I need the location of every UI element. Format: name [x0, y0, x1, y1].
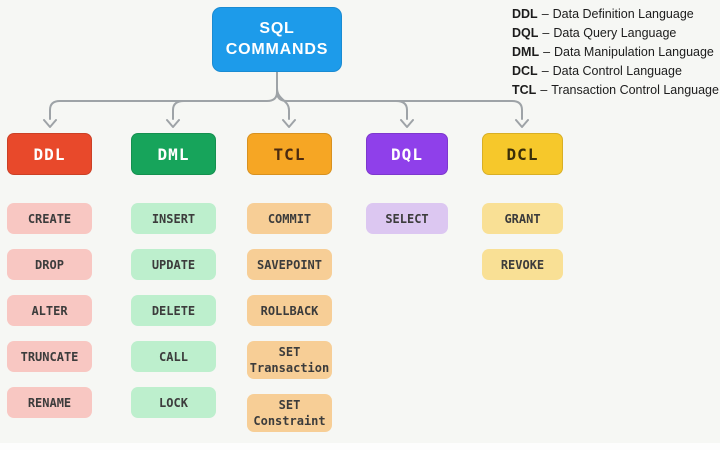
category-node-tcl: TCL — [247, 133, 332, 175]
legend-abbr: DQL — [512, 25, 539, 40]
category-node-dql: DQL — [366, 133, 448, 175]
command-node-update: UPDATE — [131, 249, 216, 280]
category-node-ddl: DDL — [7, 133, 92, 175]
legend-abbr: DML — [512, 44, 540, 59]
category-node-dcl: DCL — [482, 133, 563, 175]
command-node-set-transaction: SET Transaction — [247, 341, 332, 379]
command-node-create: CREATE — [7, 203, 92, 234]
column-dql-commands: SELECT — [366, 203, 448, 234]
command-node-alter: ALTER — [7, 295, 92, 326]
legend-name: Data Manipulation Language — [554, 44, 714, 59]
root-node-sql-commands: SQL COMMANDS — [212, 7, 342, 72]
legend-abbr: DDL — [512, 6, 538, 21]
legend-item-ddl: DDL – Data Definition Language — [512, 4, 719, 23]
column-tcl-commands: COMMIT SAVEPOINT ROLLBACK SET Transactio… — [247, 203, 332, 432]
legend-separator: – — [541, 63, 549, 78]
legend: DDL – Data Definition Language DQL – Dat… — [512, 4, 719, 99]
legend-name: Data Query Language — [553, 25, 677, 40]
command-node-grant: GRANT — [482, 203, 563, 234]
legend-separator: – — [543, 44, 551, 59]
legend-separator: – — [541, 6, 549, 21]
root-title-line1: SQL — [259, 20, 295, 37]
command-node-delete: DELETE — [131, 295, 216, 326]
root-title-line2: COMMANDS — [225, 41, 329, 58]
legend-name: Data Definition Language — [552, 6, 694, 21]
command-node-truncate: TRUNCATE — [7, 341, 92, 372]
column-dcl-commands: GRANT REVOKE — [482, 203, 563, 280]
command-node-rollback: ROLLBACK — [247, 295, 332, 326]
legend-item-dml: DML – Data Manipulation Language — [512, 42, 719, 61]
legend-name: Transaction Control Language — [551, 82, 719, 97]
legend-item-tcl: TCL – Transaction Control Language — [512, 80, 719, 99]
legend-abbr: TCL — [512, 82, 537, 97]
command-node-savepoint: SAVEPOINT — [247, 249, 332, 280]
command-node-select: SELECT — [366, 203, 448, 234]
legend-separator: – — [540, 82, 548, 97]
column-dml-commands: INSERT UPDATE DELETE CALL LOCK — [131, 203, 216, 418]
command-node-drop: DROP — [7, 249, 92, 280]
command-node-commit: COMMIT — [247, 203, 332, 234]
bottom-margin — [0, 443, 720, 450]
category-node-dml: DML — [131, 133, 216, 175]
command-node-call: CALL — [131, 341, 216, 372]
legend-separator: – — [542, 25, 550, 40]
column-ddl-commands: CREATE DROP ALTER TRUNCATE RENAME — [7, 203, 92, 418]
command-node-insert: INSERT — [131, 203, 216, 234]
legend-abbr: DCL — [512, 63, 538, 78]
command-node-revoke: REVOKE — [482, 249, 563, 280]
command-node-lock: LOCK — [131, 387, 216, 418]
command-node-rename: RENAME — [7, 387, 92, 418]
legend-item-dcl: DCL – Data Control Language — [512, 61, 719, 80]
command-node-set-constraint: SET Constraint — [247, 394, 332, 432]
legend-item-dql: DQL – Data Query Language — [512, 23, 719, 42]
legend-name: Data Control Language — [552, 63, 682, 78]
